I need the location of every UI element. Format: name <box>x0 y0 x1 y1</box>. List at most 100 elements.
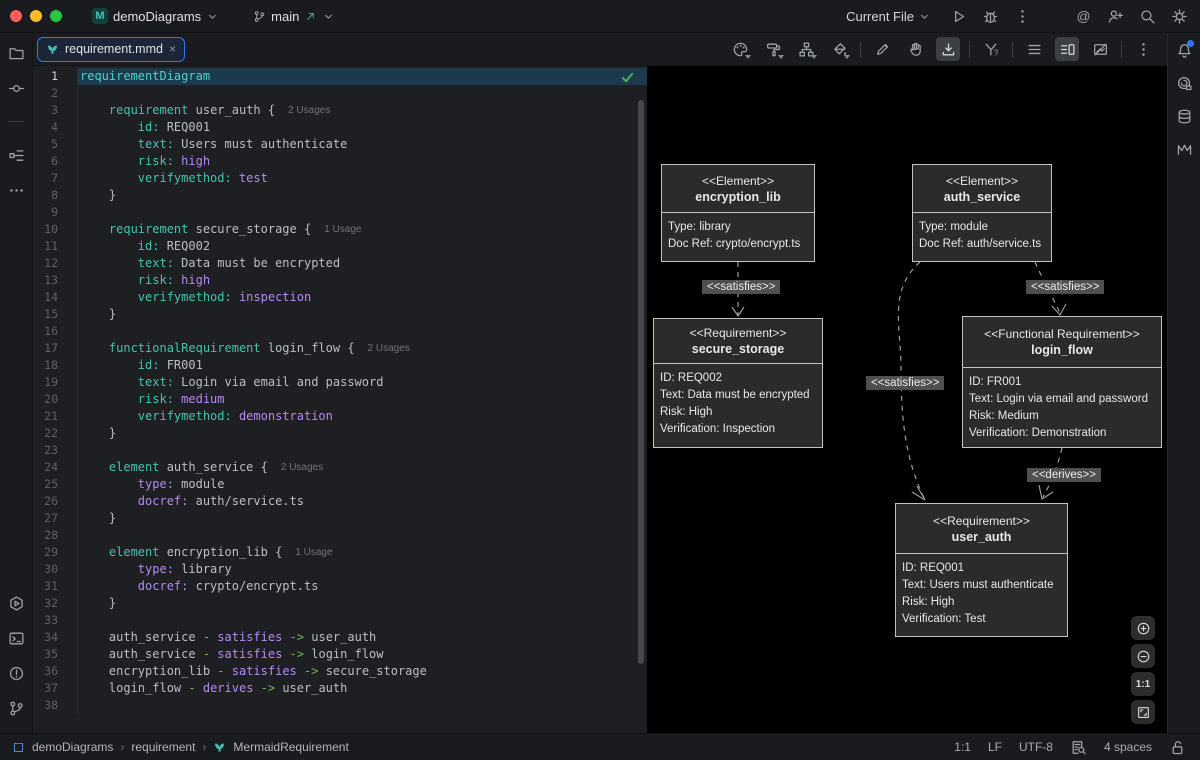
code-line-text[interactable] <box>78 204 647 221</box>
inspections-ok-icon[interactable] <box>620 70 635 85</box>
more-tools-button[interactable] <box>1131 37 1155 61</box>
code-line-text[interactable]: element encryption_lib {1 Usage <box>108 545 333 559</box>
code-line-text[interactable]: type: library <box>137 562 232 576</box>
indent-setting[interactable]: 4 spaces <box>1103 740 1152 754</box>
code-line-text[interactable]: type: module <box>137 477 225 491</box>
terminal-tool-button[interactable] <box>5 627 27 649</box>
code-line-text[interactable]: } <box>80 307 117 321</box>
ai-chat-tool-button[interactable] <box>1173 72 1195 94</box>
code-line-text[interactable] <box>78 323 647 340</box>
usages-hint[interactable]: 2 Usages <box>367 343 410 354</box>
run-config-selector[interactable]: Current File <box>846 9 931 24</box>
ai-assistant-button[interactable]: @ <box>1075 8 1092 25</box>
commit-tool-button[interactable] <box>5 77 27 99</box>
code-line-text[interactable]: requirementDiagram <box>78 68 647 85</box>
code-line-text[interactable]: text: Login via email and password <box>137 375 384 389</box>
split-view-button[interactable] <box>1055 37 1079 61</box>
diagram-fill-button[interactable] <box>827 37 851 61</box>
code-line-text[interactable]: requirement user_auth {2 Usages <box>108 103 331 117</box>
code-line-text[interactable]: auth_service - satisfies -> login_flow <box>80 647 384 661</box>
structure-tool-button[interactable] <box>5 144 27 166</box>
code-line-text[interactable]: verifymethod: inspection <box>137 290 312 304</box>
inspections-widget-icon[interactable] <box>1070 739 1087 756</box>
code-line-text[interactable]: } <box>80 426 117 440</box>
more-actions-button[interactable] <box>1014 8 1031 25</box>
project-widget[interactable]: M demoDiagrams <box>86 5 225 27</box>
usages-hint[interactable]: 1 Usage <box>295 547 333 558</box>
settings-button[interactable] <box>1171 8 1188 25</box>
code-line-text[interactable]: id: REQ001 <box>137 120 211 134</box>
code-line-text[interactable]: } <box>80 188 117 202</box>
unlock-icon[interactable] <box>1169 739 1186 756</box>
zoom-in-button[interactable] <box>1131 616 1155 640</box>
line-separator[interactable]: LF <box>987 740 1002 754</box>
close-window-button[interactable] <box>10 10 22 22</box>
code-line-text[interactable]: requirement secure_storage {1 Usage <box>108 222 362 236</box>
code-line-text[interactable]: text: Data must be encrypted <box>137 256 341 270</box>
breadcrumb-item[interactable]: MermaidRequirement <box>233 740 349 754</box>
search-everywhere-button[interactable] <box>1139 8 1156 25</box>
file-encoding[interactable]: UTF-8 <box>1018 740 1053 754</box>
caret-position[interactable]: 1:1 <box>954 740 971 754</box>
code-line-text[interactable]: text: Users must authenticate <box>137 137 348 151</box>
code-line-text[interactable] <box>78 85 647 102</box>
source-only-view-button[interactable] <box>1022 37 1046 61</box>
run-button[interactable] <box>950 8 967 25</box>
minimize-window-button[interactable] <box>30 10 42 22</box>
more-tool-windows-button[interactable] <box>5 179 27 201</box>
notifications-button[interactable] <box>1173 39 1195 61</box>
project-tool-button[interactable] <box>5 42 27 64</box>
git-tool-button[interactable] <box>5 697 27 719</box>
tab-requirement-mmd[interactable]: requirement.mmd × <box>37 36 185 62</box>
zoom-window-button[interactable] <box>50 10 62 22</box>
code-line-text[interactable]: docref: crypto/encrypt.ts <box>137 579 319 593</box>
breadcrumb-item[interactable]: demoDiagrams <box>32 740 114 754</box>
database-tool-button[interactable] <box>1173 105 1195 127</box>
zoom-out-button[interactable] <box>1131 644 1155 668</box>
diagram-style-button[interactable] <box>761 37 785 61</box>
filter-button[interactable]: ? <box>979 37 1003 61</box>
debug-button[interactable] <box>982 8 999 25</box>
breadcrumb-item[interactable]: requirement <box>131 740 196 754</box>
editor-scrollbar[interactable] <box>638 100 644 664</box>
code-line-text[interactable]: auth_service - satisfies -> user_auth <box>80 630 377 644</box>
edit-tool-button[interactable] <box>870 37 894 61</box>
code-line-text[interactable]: verifymethod: demonstration <box>137 409 333 423</box>
close-tab-icon[interactable]: × <box>168 42 176 56</box>
preview-only-view-button[interactable] <box>1088 37 1112 61</box>
usages-hint[interactable]: 2 Usages <box>288 105 331 116</box>
code-line-text[interactable]: verifymethod: test <box>137 171 268 185</box>
code-line-text[interactable]: element auth_service {2 Usages <box>108 460 324 474</box>
code-line-text[interactable] <box>78 697 647 714</box>
usages-hint[interactable]: 1 Usage <box>324 224 362 235</box>
diagram-layout-button[interactable] <box>794 37 818 61</box>
code-line-text[interactable]: encryption_lib - satisfies -> secure_sto… <box>80 664 427 678</box>
branch-widget[interactable]: main <box>247 6 341 27</box>
code-line-text[interactable]: } <box>80 596 117 610</box>
code-line-text[interactable]: risk: high <box>137 154 211 168</box>
code-with-me-button[interactable] <box>1107 8 1124 25</box>
code-line-text[interactable]: functionalRequirement login_flow {2 Usag… <box>108 341 410 355</box>
code-line-text[interactable]: risk: high <box>137 273 211 287</box>
zoom-fit-button[interactable] <box>1131 700 1155 724</box>
code-line-text[interactable] <box>78 527 647 544</box>
code-line-text[interactable] <box>78 612 647 629</box>
zoom-reset-button[interactable]: 1:1 <box>1131 672 1155 696</box>
code-line-text[interactable]: login_flow - derives -> user_auth <box>80 681 348 695</box>
services-tool-button[interactable] <box>5 592 27 614</box>
code-line-text[interactable]: id: FR001 <box>137 358 203 372</box>
usages-hint[interactable]: 2 Usages <box>280 462 324 473</box>
code-line-text[interactable]: id: REQ002 <box>137 239 211 253</box>
pan-tool-button[interactable] <box>903 37 927 61</box>
diagram-theme-button[interactable] <box>728 37 752 61</box>
code-line-text[interactable]: risk: medium <box>137 392 225 406</box>
mermaid-tool-button[interactable] <box>1173 138 1195 160</box>
insert-tool-button[interactable] <box>936 37 960 61</box>
code-line-text[interactable]: docref: auth/service.ts <box>137 494 304 508</box>
code-line-text[interactable]: } <box>80 511 117 525</box>
